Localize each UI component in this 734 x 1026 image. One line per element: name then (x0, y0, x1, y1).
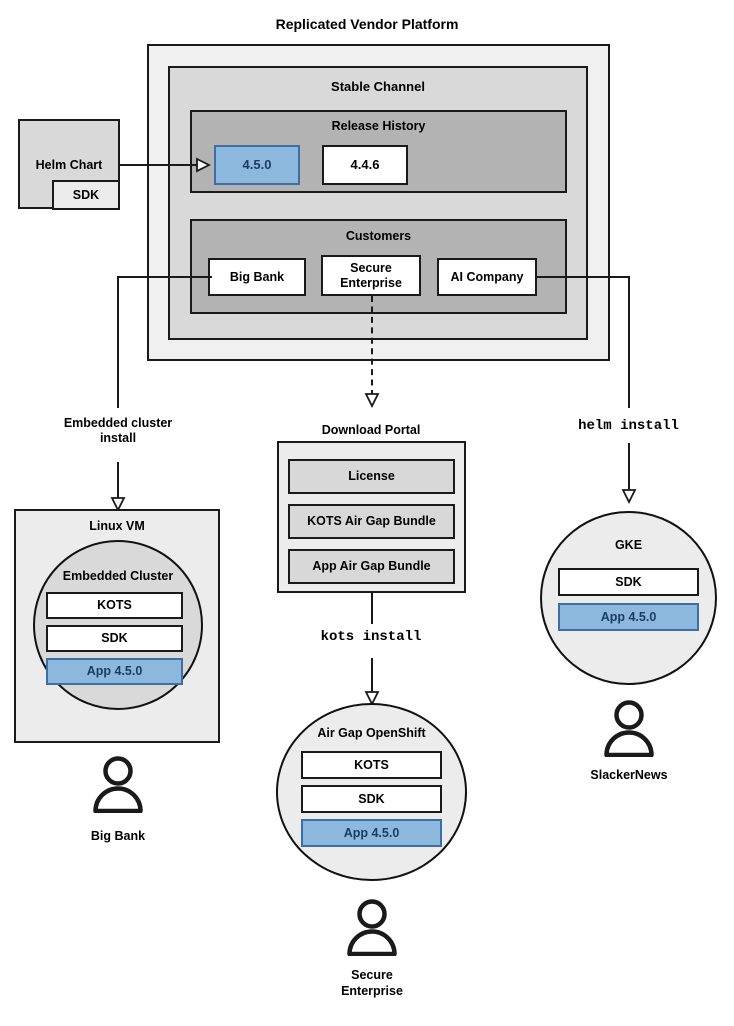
air-gap-openshift-arrowhead (364, 691, 380, 707)
gke-component-sdk[interactable]: SDK (558, 568, 699, 596)
big-bank-person-label: Big Bank (90, 829, 146, 843)
slackernews-person-icon (601, 699, 657, 757)
embedded-cluster-install-arrow-line (117, 462, 119, 502)
helm-install-label: helm install (578, 418, 679, 434)
embedded-cluster-label: Embedded Cluster (62, 569, 174, 583)
air-gap-openshift-label: Air Gap OpenShift (317, 726, 426, 740)
kots-install-line-upper (371, 593, 373, 624)
download-portal-item-app-air-gap-bundle[interactable]: App Air Gap Bundle (288, 549, 455, 584)
air-gap-openshift-component-sdk[interactable]: SDK (301, 785, 442, 813)
secure-enterprise-person-label-line2: Enterprise (341, 983, 403, 998)
kots-install-line-lower (371, 658, 373, 696)
stable-channel-label: Stable Channel (331, 79, 425, 94)
customer-secure-enterprise[interactable]: Secure Enterprise (321, 255, 421, 296)
secure-enterprise-person-label: Secure Enterprise (287, 968, 457, 999)
helm-chart-sdk-box[interactable]: SDK (52, 180, 120, 210)
ai-company-branch-vertical (628, 276, 630, 408)
embedded-cluster-install-arrowhead (110, 497, 126, 513)
secure-enterprise-person-icon (344, 898, 400, 956)
gke-circle (540, 511, 717, 685)
download-portal-label: Download Portal (321, 423, 421, 437)
helm-chart-to-release-arrowhead (196, 157, 212, 173)
linux-vm-component-kots[interactable]: KOTS (46, 592, 183, 619)
linux-vm-label: Linux VM (89, 519, 145, 533)
linux-vm-component-sdk[interactable]: SDK (46, 625, 183, 652)
helm-install-arrow-line (628, 443, 630, 493)
gke-label: GKE (614, 538, 643, 552)
customer-big-bank[interactable]: Big Bank (208, 258, 306, 296)
customers-label: Customers (345, 229, 412, 243)
kots-install-label: kots install (320, 629, 422, 645)
gke-component-app[interactable]: App 4.5.0 (558, 603, 699, 631)
slackernews-person-label: SlackerNews (590, 768, 668, 782)
release-history-label: Release History (331, 119, 426, 133)
embedded-cluster-install-label-line2: install (99, 431, 137, 445)
customer-ai-company[interactable]: AI Company (437, 258, 537, 296)
release-4-4-6[interactable]: 4.4.6 (322, 145, 408, 185)
big-bank-branch-horizontal (117, 276, 212, 278)
ai-company-branch-horizontal (535, 276, 630, 278)
page-title: Replicated Vendor Platform (275, 16, 459, 32)
helm-chart-to-release-line (120, 164, 200, 166)
release-4-5-0[interactable]: 4.5.0 (214, 145, 300, 185)
embedded-cluster-install-label: Embedded cluster install (33, 416, 203, 446)
linux-vm-component-app[interactable]: App 4.5.0 (46, 658, 183, 685)
embedded-cluster-install-label-line1: Embedded cluster (63, 416, 173, 430)
big-bank-branch-vertical (117, 276, 119, 408)
secure-enterprise-person-label-line1: Secure (351, 968, 393, 982)
big-bank-person-icon (90, 755, 146, 813)
download-portal-item-kots-air-gap-bundle[interactable]: KOTS Air Gap Bundle (288, 504, 455, 539)
secure-enterprise-dashed-line (371, 296, 373, 396)
air-gap-openshift-component-app[interactable]: App 4.5.0 (301, 819, 442, 847)
gke-arrowhead (621, 489, 637, 505)
helm-chart-label: Helm Chart (35, 158, 103, 172)
download-portal-arrowhead (364, 393, 380, 409)
air-gap-openshift-component-kots[interactable]: KOTS (301, 751, 442, 779)
download-portal-item-license[interactable]: License (288, 459, 455, 494)
